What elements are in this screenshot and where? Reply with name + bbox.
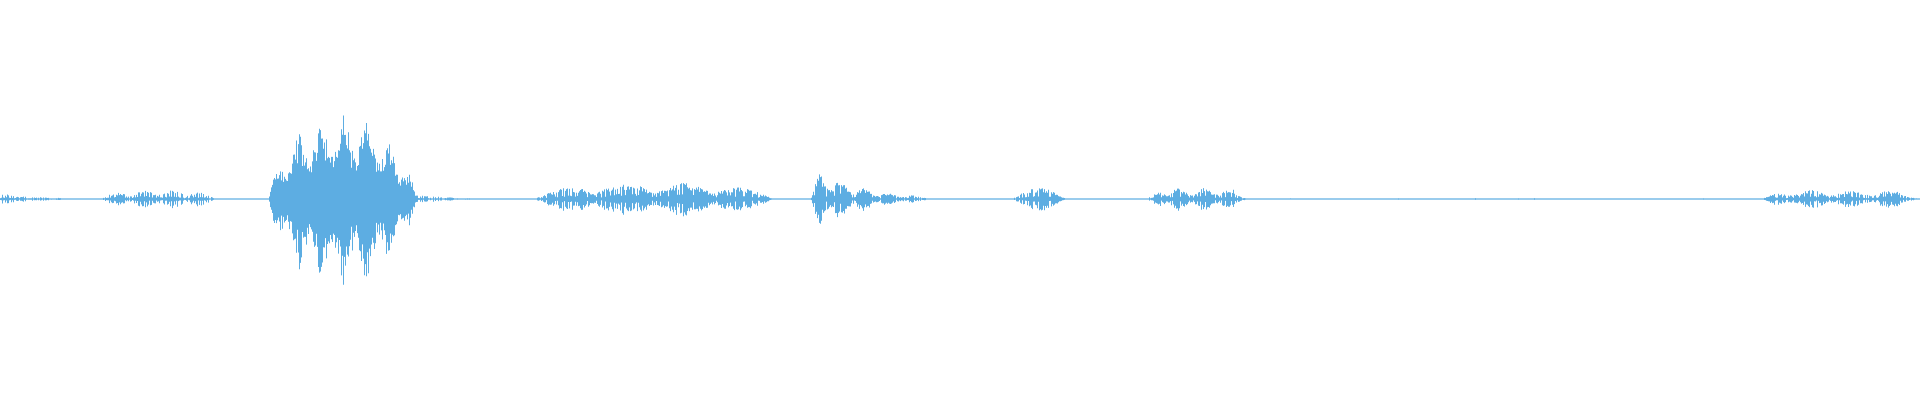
waveform-path <box>0 115 1920 285</box>
waveform-bars <box>0 115 1920 285</box>
